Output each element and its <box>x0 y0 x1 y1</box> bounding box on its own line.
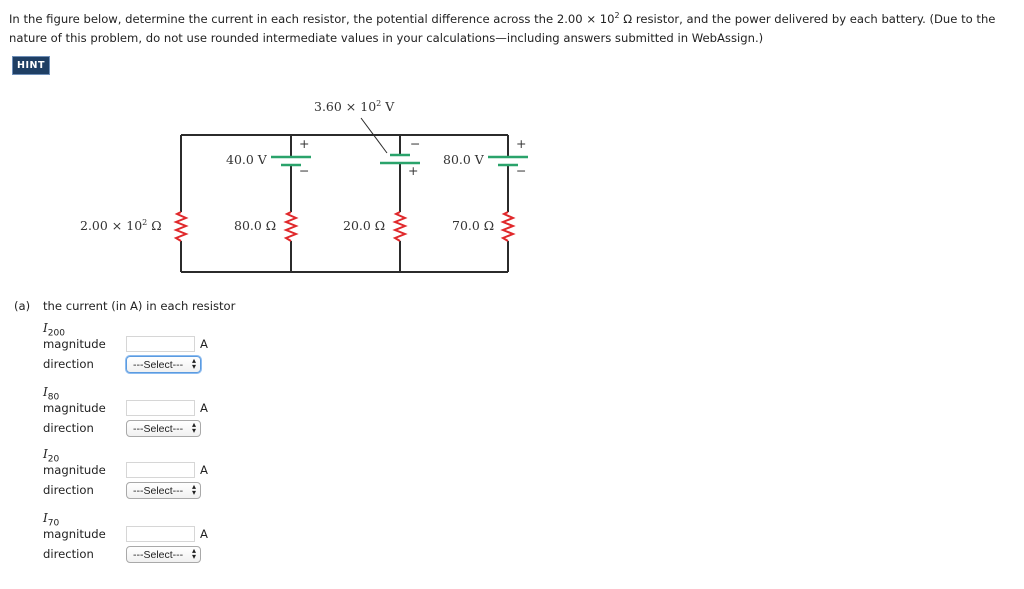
minus-sign: − <box>410 136 421 151</box>
unit-label: A <box>200 337 208 351</box>
i20-magnitude-input[interactable] <box>126 462 195 478</box>
wires <box>180 117 509 273</box>
select-arrows-icon: ▴▾ <box>191 356 196 371</box>
prompt-text: nature of this problem, do not use round… <box>9 30 764 45</box>
magnitude-label: magnitude <box>43 337 106 351</box>
select-arrows-icon: ▴▾ <box>191 546 196 561</box>
variable-i20: I20 <box>43 447 60 465</box>
i70-magnitude-input[interactable] <box>126 526 195 542</box>
part-a-text: the current (in A) in each resistor <box>43 299 236 313</box>
magnitude-label: magnitude <box>43 401 106 415</box>
resistor-200-label: 2.00 × 102 Ω <box>80 218 162 234</box>
part-a-tag: (a) <box>14 299 31 313</box>
select-arrows-icon: ▴▾ <box>191 420 196 435</box>
battery-80v-label: 80.0 V <box>443 152 484 167</box>
plus-sign: + <box>516 136 527 151</box>
resistors <box>173 211 516 242</box>
prompt-text: In the figure below, determine the curre… <box>9 11 615 26</box>
i200-direction-select[interactable]: ---Select---▴▾ <box>126 356 201 373</box>
plus-sign: + <box>299 136 310 151</box>
direction-label: direction <box>43 547 94 561</box>
minus-sign: − <box>516 163 527 178</box>
i20-direction-select[interactable]: ---Select---▴▾ <box>126 482 201 499</box>
prompt-text: Ω resistor, and the power delivered by e… <box>619 11 996 26</box>
resistor-80 <box>283 211 299 242</box>
unit-label: A <box>200 527 208 541</box>
circuit-figure: 3.60 × 102 V 40.0 V 80.0 V + − − + + − 2… <box>0 90 560 290</box>
i70-direction-select[interactable]: ---Select---▴▾ <box>126 546 201 563</box>
part-a-heading: (a) the current (in A) in each resistor <box>14 299 235 313</box>
minus-sign: − <box>299 163 310 178</box>
i200-magnitude-input[interactable] <box>126 336 195 352</box>
unit-label: A <box>200 463 208 477</box>
magnitude-label: magnitude <box>43 463 106 477</box>
direction-label: direction <box>43 421 94 435</box>
direction-label: direction <box>43 357 94 371</box>
i80-direction-select[interactable]: ---Select---▴▾ <box>126 420 201 437</box>
resistor-70-label: 70.0 Ω <box>452 218 495 233</box>
i80-magnitude-input[interactable] <box>126 400 195 416</box>
resistor-20-label: 20.0 Ω <box>343 218 386 233</box>
hint-button[interactable]: HINT <box>12 56 50 75</box>
variable-i80: I80 <box>43 385 60 403</box>
magnitude-label: magnitude <box>43 527 106 541</box>
batteries <box>271 153 528 167</box>
battery-40v-label: 40.0 V <box>226 152 267 167</box>
resistor-200 <box>173 211 189 242</box>
select-arrows-icon: ▴▾ <box>191 482 196 497</box>
resistor-20 <box>392 211 408 242</box>
resistor-70 <box>500 211 516 242</box>
resistor-80-label: 80.0 Ω <box>234 218 277 233</box>
plus-sign: + <box>408 163 419 178</box>
variable-i70: I70 <box>43 511 60 529</box>
unit-label: A <box>200 401 208 415</box>
variable-i200: I200 <box>43 321 65 339</box>
battery-360v-label: 3.60 × 102 V <box>314 99 395 115</box>
direction-label: direction <box>43 483 94 497</box>
problem-statement: In the figure below, determine the curre… <box>9 6 1009 48</box>
prompt-exponent: 2 <box>614 11 620 20</box>
circuit-diagram <box>173 117 528 273</box>
